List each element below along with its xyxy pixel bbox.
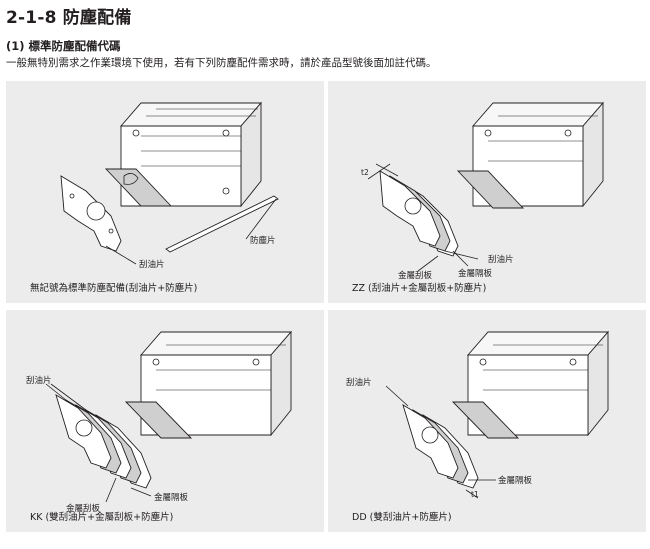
label-scraper: 刮油片 [488, 255, 514, 265]
section-title: 2-1-8 防塵配備 [6, 8, 132, 28]
label-metal-scraper: 金屬刮板 [398, 271, 433, 281]
panel-caption: DD (雙刮油片+防塵片) [352, 512, 452, 523]
subsection-title: (1) 標準防塵配備代碼 [6, 39, 121, 53]
panel-caption: KK (雙刮油片+金屬刮板+防塵片) [30, 512, 174, 523]
zz-seal-illustration [367, 101, 604, 272]
panel-caption: 無記號為標準防塵配備(刮油片+防塵片) [30, 283, 198, 294]
panel-standard: 防塵片 刮油片 無記號為標準防塵配備(刮油片+防塵片) [6, 81, 324, 303]
label-scraper: 刮油片 [139, 260, 165, 270]
label-spacer: 金屬隔板 [154, 493, 189, 503]
label-thickness-t1: t1 [471, 490, 479, 499]
label-spacer: 金屬隔板 [458, 269, 493, 279]
label-spacer: 金屬隔板 [498, 476, 533, 486]
dd-seal-illustration [385, 330, 609, 499]
standard-seal-illustration [60, 101, 279, 265]
panel-caption: ZZ (刮油片+金屬刮板+防塵片) [352, 283, 487, 294]
label-dust-strip: 防塵片 [250, 236, 276, 246]
panel-zz: t2 刮油片 金屬刮板 金屬隔板 ZZ (刮油片+金屬刮板+防塵片) [328, 81, 646, 303]
label-scraper: 刮油片 [346, 378, 372, 388]
kk-seal-illustration [45, 330, 292, 503]
label-scraper: 刮油片 [26, 376, 52, 386]
label-thickness-t2: t2 [361, 168, 369, 177]
description-text: 一般無特別需求之作業環境下使用，若有下列防塵配件需求時，請於產品型號後面加註代碼… [6, 57, 437, 69]
panel-kk: 刮油片 金屬隔板 金屬刮板 KK (雙刮油片+金屬刮板+防塵片) [6, 310, 324, 532]
panel-dd: 刮油片 金屬隔板 t1 DD (雙刮油片+防塵片) [328, 310, 646, 532]
label-metal-scraper: 金屬刮板 [66, 504, 101, 514]
